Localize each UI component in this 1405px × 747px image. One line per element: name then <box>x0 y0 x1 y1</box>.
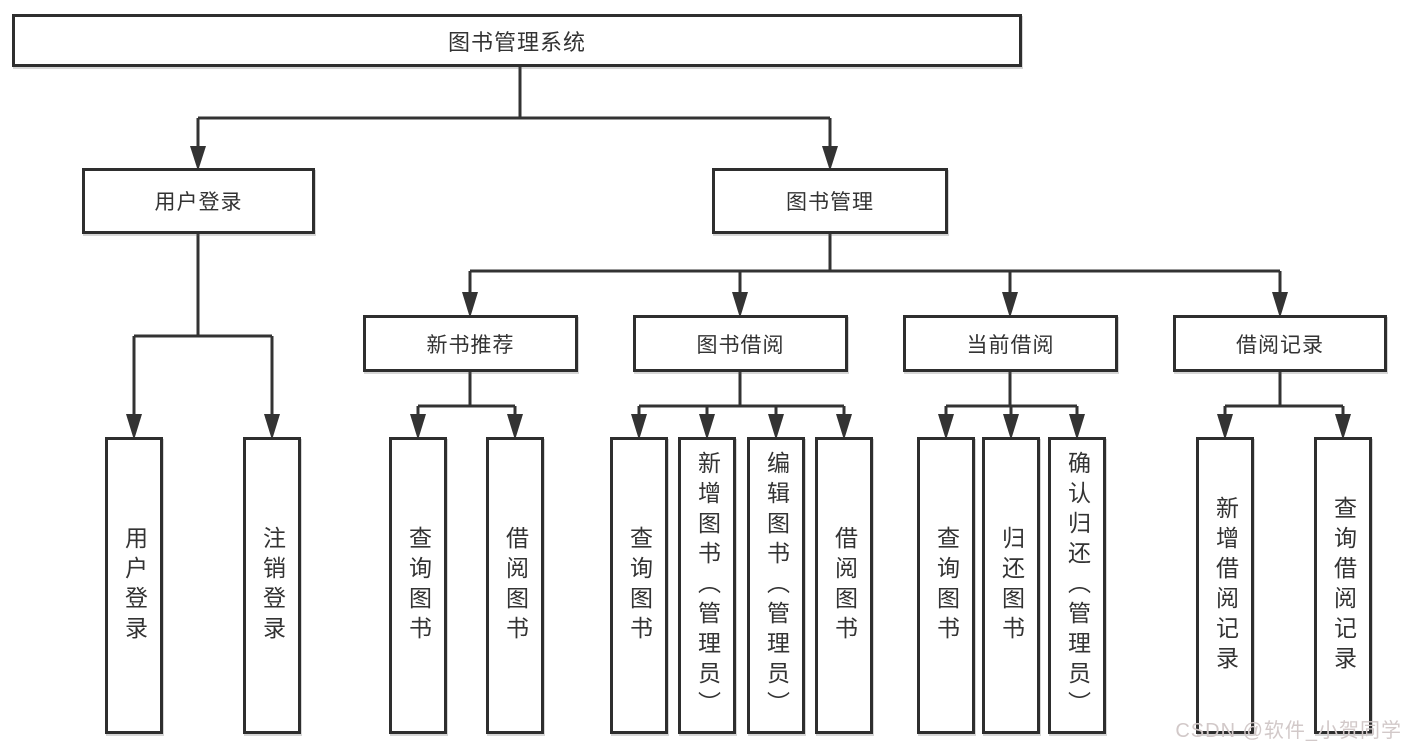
leaf-query-books-new: 查询图书 <box>389 437 447 734</box>
node-root-system: 图书管理系统 <box>12 14 1022 67</box>
leaf-query-books-borrow: 查询图书 <box>610 437 668 734</box>
connector-newbooks-to-leaves <box>416 372 517 415</box>
connector-root-to-level2 <box>196 67 832 147</box>
node-book-borrowing: 图书借阅 <box>633 315 848 372</box>
leaf-edit-book-admin: 编辑图书（管理员） <box>747 437 805 734</box>
leaf-confirm-return-admin: 确认归还（管理员） <box>1048 437 1106 734</box>
leaf-query-books-current: 查询图书 <box>917 437 975 734</box>
leaf-user-login: 用户登录 <box>105 437 163 734</box>
leaf-query-borrow-record: 查询借阅记录 <box>1314 437 1372 734</box>
connector-records-to-leaves <box>1223 372 1345 415</box>
node-user-login: 用户登录 <box>82 168 315 234</box>
connector-bookmgmt-to-level3 <box>468 234 1282 293</box>
leaf-logout: 注销登录 <box>243 437 301 734</box>
leaf-return-book: 归还图书 <box>982 437 1040 734</box>
arrowheads <box>126 146 1351 440</box>
leaf-borrow-books-new: 借阅图书 <box>486 437 544 734</box>
leaf-borrow-books: 借阅图书 <box>815 437 873 734</box>
connector-current-to-leaves <box>944 372 1079 415</box>
watermark: CSDN @软件_小贺同学 <box>1175 720 1402 742</box>
connector-userlogin-to-leaves <box>132 234 274 415</box>
node-borrow-records: 借阅记录 <box>1173 315 1387 372</box>
leaf-add-borrow-record: 新增借阅记录 <box>1196 437 1254 734</box>
connector-borrowing-to-leaves <box>637 372 846 415</box>
leaf-add-book-admin: 新增图书（管理员） <box>678 437 736 734</box>
node-current-borrowing: 当前借阅 <box>903 315 1118 372</box>
node-book-management: 图书管理 <box>712 168 948 234</box>
node-new-book-recommend: 新书推荐 <box>363 315 578 372</box>
